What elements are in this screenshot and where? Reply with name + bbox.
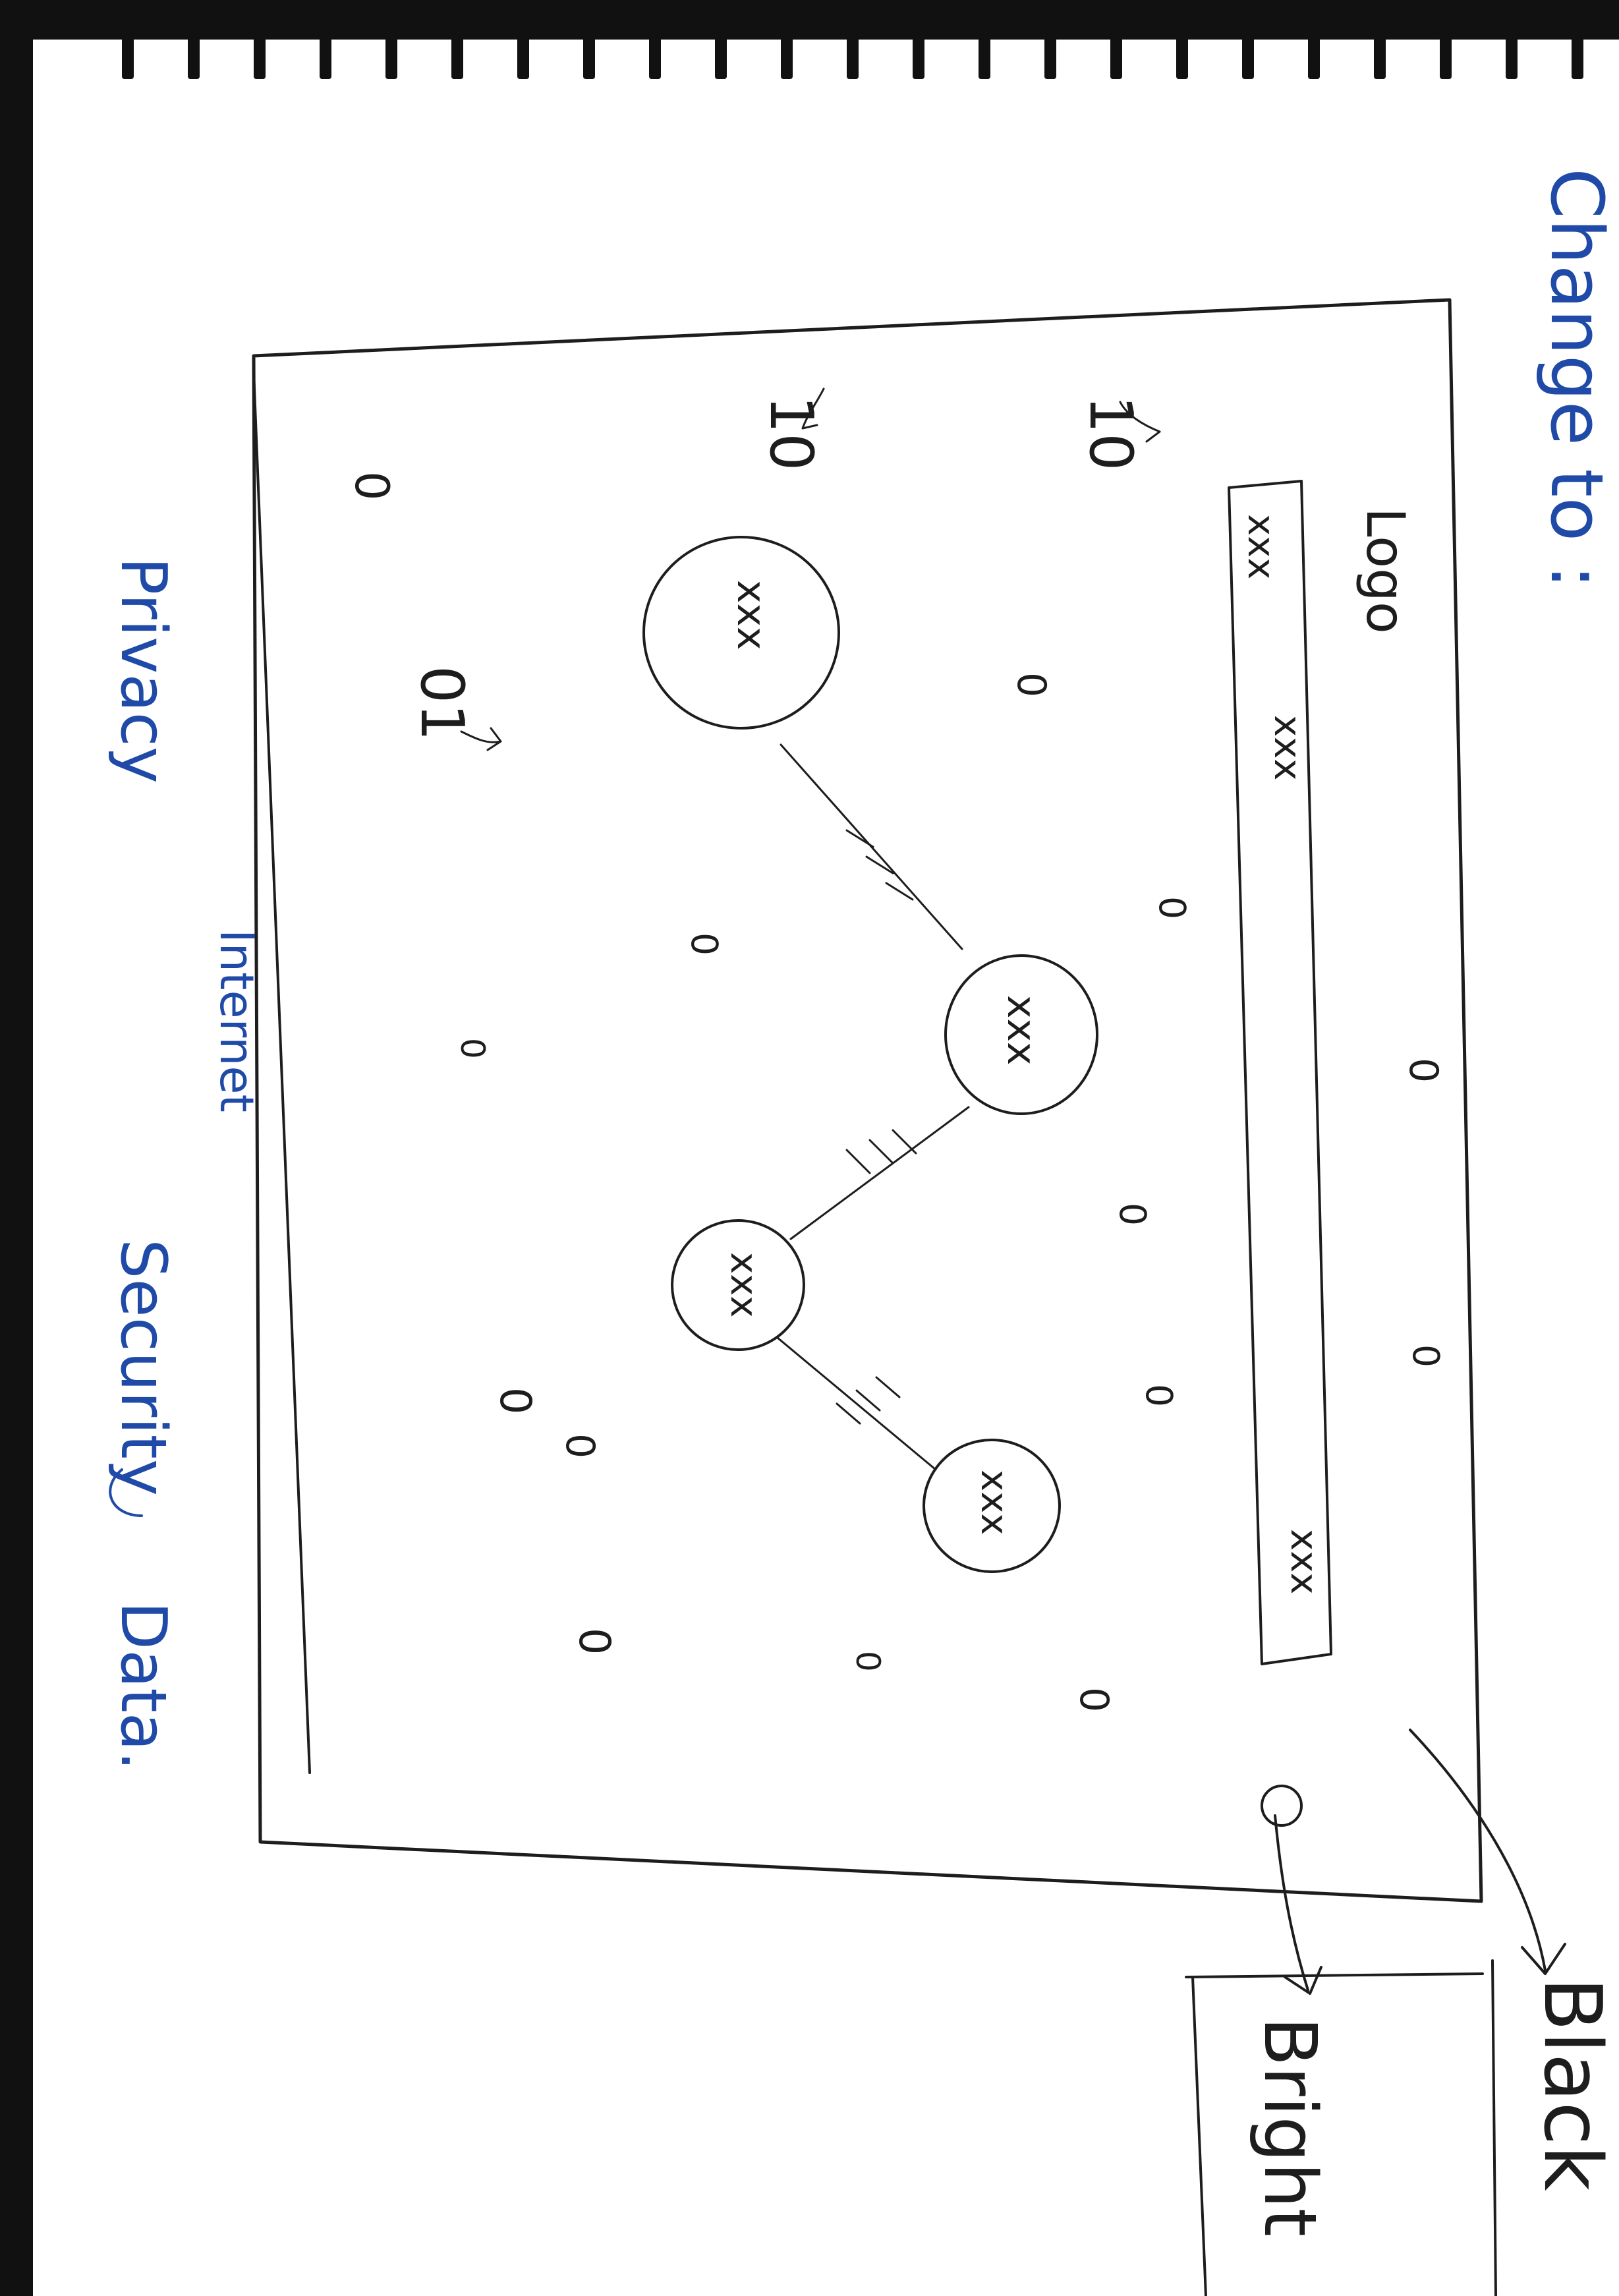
binary-label-3: 01 bbox=[407, 666, 476, 741]
binding-ring bbox=[1506, 33, 1518, 79]
bright-source-dot bbox=[1261, 1785, 1303, 1827]
link-3-4 bbox=[776, 1336, 937, 1471]
binary-label-2: 10 bbox=[1076, 395, 1145, 471]
binding-ring bbox=[649, 33, 661, 79]
node-label-4: xxx bbox=[973, 1470, 1015, 1535]
binding-ring bbox=[979, 33, 990, 79]
binding-ring bbox=[254, 33, 266, 79]
logo-label: Logo bbox=[1355, 507, 1416, 634]
zero-mark: 0 bbox=[453, 1038, 492, 1059]
link-2-3-hatch bbox=[845, 1129, 917, 1174]
screen-frame-inner-line bbox=[252, 371, 311, 1774]
binding-ring bbox=[1110, 33, 1122, 79]
binding-ring bbox=[1044, 33, 1056, 79]
binding-ring bbox=[1440, 33, 1452, 79]
binding-ring bbox=[1176, 33, 1188, 79]
zero-mark: 0 bbox=[1071, 1687, 1117, 1712]
network-node-1 bbox=[642, 536, 840, 730]
zero-mark: 0 bbox=[569, 1628, 619, 1655]
zero-mark: 0 bbox=[1405, 1344, 1447, 1367]
keyword-privacy: Privacy bbox=[107, 557, 179, 784]
bar-label-1: xxx bbox=[1239, 514, 1282, 579]
zero-mark: 0 bbox=[683, 933, 725, 956]
link-1-2-hatch bbox=[845, 829, 914, 901]
network-node-3 bbox=[671, 1219, 805, 1351]
header-bar bbox=[1228, 480, 1332, 1665]
binding-ring bbox=[1242, 33, 1254, 79]
bar-label-3: xxx bbox=[1282, 1529, 1325, 1594]
zero-mark: 0 bbox=[1400, 1058, 1446, 1083]
link-3-4-hatch bbox=[836, 1376, 901, 1425]
zero-mark: 0 bbox=[849, 1651, 887, 1672]
binding-ring bbox=[1572, 33, 1583, 79]
binding-ring bbox=[913, 33, 924, 79]
arrow-to-bright bbox=[1274, 1814, 1322, 1995]
binding-ring bbox=[715, 33, 727, 79]
arrow-to-black bbox=[1409, 1729, 1566, 1975]
side-label-black: Black bbox=[1526, 1977, 1618, 2191]
binding-ring bbox=[583, 33, 595, 79]
keyword-security: Security bbox=[107, 1239, 179, 1496]
zero-mark: 0 bbox=[1112, 1203, 1154, 1226]
keyword-internet: Internet bbox=[210, 929, 264, 1112]
binding-ring bbox=[188, 33, 200, 79]
screen-frame bbox=[252, 298, 1483, 1903]
binding-ring bbox=[451, 33, 463, 79]
binding-ring bbox=[1374, 33, 1386, 79]
binary-label-1: 10 bbox=[756, 395, 826, 471]
link-2-3 bbox=[789, 1106, 970, 1240]
binary-arrow-2 bbox=[1119, 401, 1161, 443]
zero-mark: 0 bbox=[490, 1387, 540, 1414]
binding-ring bbox=[1308, 33, 1320, 79]
node-label-2: xxx bbox=[998, 995, 1044, 1066]
side-panel-lines bbox=[1185, 1959, 1497, 2296]
bar-label-2: xxx bbox=[1266, 715, 1309, 780]
network-node-4 bbox=[923, 1439, 1061, 1573]
network-node-2 bbox=[944, 954, 1098, 1115]
binding-ring bbox=[781, 33, 793, 79]
binary-arrow-1 bbox=[801, 387, 825, 430]
header-note: Change to : bbox=[1535, 168, 1619, 589]
binding-ring bbox=[122, 33, 134, 79]
zero-mark: 0 bbox=[1151, 896, 1193, 919]
node-label-1: xxx bbox=[728, 580, 774, 650]
node-label-3: xxx bbox=[722, 1252, 765, 1317]
side-label-bright: Bright bbox=[1248, 2017, 1332, 2237]
zero-mark: 0 bbox=[345, 471, 399, 501]
binding-ring bbox=[385, 33, 397, 79]
zero-mark: 0 bbox=[557, 1433, 603, 1458]
security-underline bbox=[109, 1468, 143, 1517]
binary-arrow-3 bbox=[460, 727, 502, 751]
binding-ring bbox=[847, 33, 859, 79]
zero-mark: 0 bbox=[1008, 672, 1054, 697]
binding-ring bbox=[517, 33, 529, 79]
keyword-data: Data. bbox=[107, 1601, 179, 1771]
binding-ring bbox=[320, 33, 331, 79]
zero-mark: 0 bbox=[1138, 1384, 1180, 1407]
